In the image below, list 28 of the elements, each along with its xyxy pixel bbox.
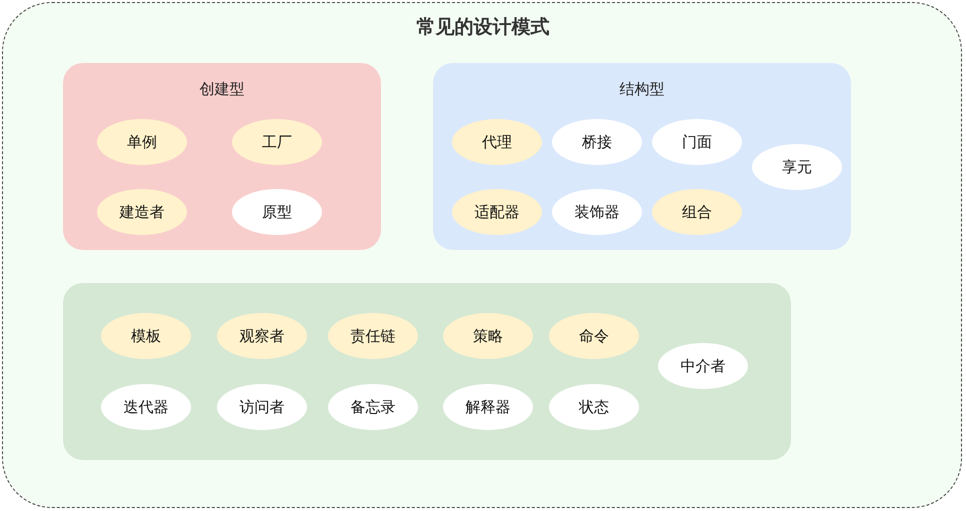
pattern-name: 原型: [262, 202, 292, 222]
pattern-name: 备忘录: [350, 398, 396, 416]
pattern-name: 中介者: [680, 356, 726, 376]
pattern-name: 享元: [782, 158, 812, 176]
pattern-name: 状态: [579, 398, 609, 416]
category-heading: 结构型: [620, 80, 664, 99]
pattern-name: 桥接: [582, 132, 612, 152]
pattern-name: 迭代器: [124, 398, 168, 416]
pattern-name: 模板: [131, 326, 161, 346]
category-heading: 创建型: [200, 80, 244, 99]
pattern-name: 访问者: [240, 398, 284, 416]
category-panel: [63, 63, 381, 250]
pattern-name: 门面: [682, 132, 712, 152]
pattern-name: 策略: [473, 326, 503, 346]
pattern-name: 命令: [579, 326, 609, 346]
pattern-name: 单例: [127, 132, 157, 152]
pattern-name: 装饰器: [574, 202, 620, 222]
pattern-name: 组合: [682, 202, 712, 222]
pattern-name: 解释器: [466, 398, 510, 416]
pattern-name: 观察者: [240, 326, 284, 346]
pattern-name: 适配器: [474, 202, 520, 222]
pattern-name: 建造者: [120, 202, 164, 222]
diagram-title: 常见的设计模式: [416, 15, 550, 40]
pattern-name: 工厂: [262, 132, 292, 152]
pattern-name: 责任链: [350, 326, 396, 346]
category-panel: [63, 283, 791, 460]
category-panel: [433, 63, 851, 250]
pattern-name: 代理: [482, 132, 512, 152]
